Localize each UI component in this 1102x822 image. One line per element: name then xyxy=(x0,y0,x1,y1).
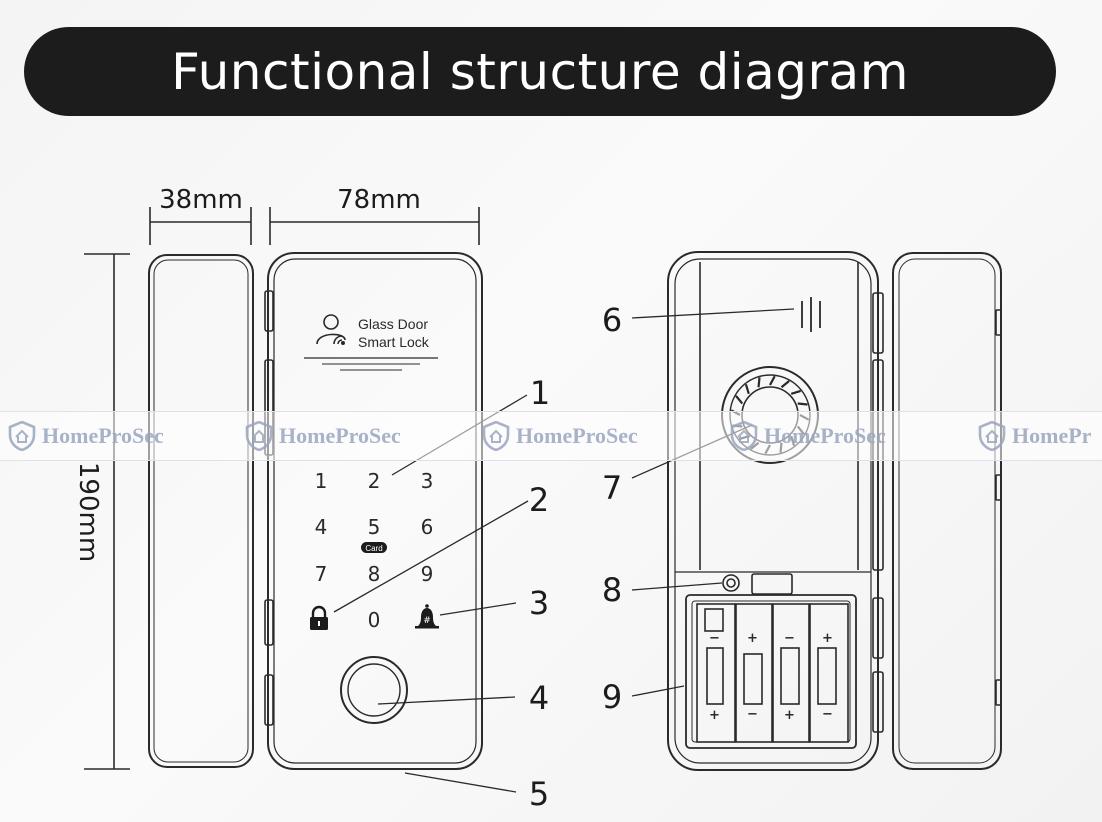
key-3: 3 xyxy=(421,469,434,493)
callout-2: 2 xyxy=(529,481,549,519)
key-0: 0 xyxy=(368,608,381,632)
battery-compartment xyxy=(685,594,857,749)
knob-rib xyxy=(757,377,761,388)
svg-text:+: + xyxy=(747,631,758,646)
key-2: 2 xyxy=(368,469,381,493)
watermark: HomeProSec xyxy=(482,418,638,454)
shield-house-icon xyxy=(245,421,273,451)
callout-5: 5 xyxy=(529,775,549,813)
callout-6: 6 xyxy=(602,301,622,339)
page-title: Functional structure diagram xyxy=(171,42,909,101)
knob-rib xyxy=(744,384,750,395)
key-5: 5 xyxy=(368,515,381,539)
svg-text:−: − xyxy=(747,707,758,722)
card-tag: Card xyxy=(361,542,387,553)
shield-house-icon xyxy=(730,421,758,451)
watermark-text: HomeProSec xyxy=(279,423,401,448)
watermark: HomeProSec xyxy=(730,418,886,454)
speaker-grille xyxy=(801,297,821,332)
knob-rib xyxy=(769,375,776,386)
knob-rib xyxy=(780,380,790,389)
dimension-height xyxy=(84,253,130,770)
watermark-text: HomeProSec xyxy=(42,423,164,448)
key-7: 7 xyxy=(315,562,328,586)
key-9: 9 xyxy=(421,562,434,586)
watermark-strip xyxy=(0,411,1102,461)
leader-lines xyxy=(333,308,795,793)
callout-8: 8 xyxy=(602,571,622,609)
dimension-width-label: 78mm xyxy=(337,185,421,215)
svg-text:+: + xyxy=(709,708,720,723)
watermark-text: HomeProSec xyxy=(516,423,638,448)
knob-rib xyxy=(797,402,808,406)
svg-text:+: + xyxy=(822,631,833,646)
callout-3: 3 xyxy=(529,584,549,622)
knob-rib xyxy=(790,389,801,395)
card-tag-label: Card xyxy=(365,544,382,553)
side-view-right xyxy=(892,252,1002,770)
shield-house-icon xyxy=(978,421,1006,451)
side-view-left xyxy=(148,254,254,768)
shield-house-icon xyxy=(8,421,36,451)
battery-polarity-marks: − + + − − + + − xyxy=(709,631,833,723)
key-6: 6 xyxy=(421,515,434,539)
fingerprint-reader xyxy=(340,656,408,724)
title-banner: Functional structure diagram xyxy=(24,27,1056,116)
dimension-depth-label: 38mm xyxy=(159,185,243,215)
key-4: 4 xyxy=(315,515,328,539)
lock-icon xyxy=(310,605,328,630)
watermark: HomeProSec xyxy=(245,418,401,454)
brand-line-1: Glass Door xyxy=(358,316,428,332)
doorbell-icon: # xyxy=(415,604,439,629)
watermark: HomePr xyxy=(978,418,1091,454)
dimension-height-label: 190mm xyxy=(73,462,103,562)
reset-button xyxy=(722,574,740,592)
front-view xyxy=(264,252,483,770)
svg-text:−: − xyxy=(784,631,795,646)
callout-1: 1 xyxy=(530,374,550,412)
dimension-width xyxy=(269,207,480,245)
svg-text:−: − xyxy=(709,631,720,646)
watermark-text: HomeProSec xyxy=(764,423,886,448)
key-8: 8 xyxy=(368,562,381,586)
watermark: HomeProSec xyxy=(8,418,164,454)
watermark-text-partial: HomePr xyxy=(1012,423,1092,448)
face-user-icon xyxy=(316,314,346,345)
key-1: 1 xyxy=(315,469,328,493)
callout-9: 9 xyxy=(602,678,622,716)
callout-4: 4 xyxy=(529,679,549,717)
rear-view: − + + − − + + − xyxy=(667,251,884,771)
svg-text:+: + xyxy=(784,708,795,723)
dimension-depth xyxy=(149,207,252,245)
svg-text:−: − xyxy=(822,707,833,722)
svg-text:#: # xyxy=(423,616,431,626)
shield-house-icon xyxy=(482,421,510,451)
brand-line-2: Smart Lock xyxy=(358,334,430,350)
knob-rib xyxy=(735,395,744,405)
callout-7: 7 xyxy=(602,469,622,507)
